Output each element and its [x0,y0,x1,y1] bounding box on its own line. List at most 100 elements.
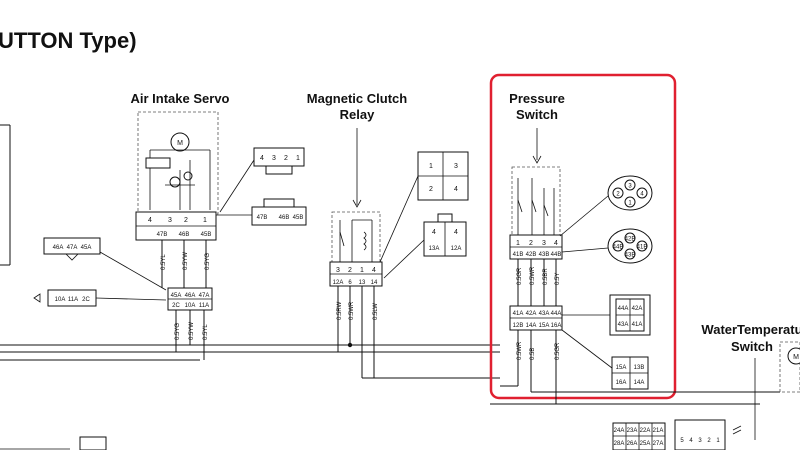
bottom-pin: 1 [716,438,720,444]
servo-pin-bottom: 46B [179,232,190,238]
servo-conn-a-pin: 1 [296,155,300,162]
connector-pin: 2C [82,297,90,303]
relay-grid-pin: 1 [429,163,433,170]
wire-label: 0.5GR [555,342,561,360]
servo-joint-connector: 45A 46A 47A 2C 10A 11A 0.5YG 0.5YW 0.5YL [167,287,213,360]
air-intake-servo: Air Intake Servo M 4 3 2 1 47B 46B 45B 4… [131,91,307,288]
relay-grid-pin: 3 [454,163,458,170]
relay-title-line1: Magnetic Clutch [307,91,407,106]
round-pin: 4 [640,192,644,198]
water-temp-title-line2: Switch [731,339,773,354]
relay-pin: 2 [348,267,352,274]
left-connectors: 46A 47A 45A 10A 11A 2C [33,237,167,307]
rect-pin: 41A [632,322,643,328]
servo-conn-a-pin: 3 [272,155,276,162]
rect-pin: 42A [632,306,643,312]
relay-pin-bottom: 13 [359,280,366,286]
servo-pin: 3 [168,217,172,224]
connector-pin: 45A [81,245,92,251]
round-pin: 2 [616,192,620,198]
round-connector [607,175,653,211]
relay-pin-bottom: 12A [333,280,344,286]
relay-grid-pin: 4 [454,186,458,193]
connector-pin: 2C [172,303,180,309]
relay-small-pin: 4 [454,229,458,236]
pressure-joint-pin: 44A [551,311,562,317]
wire-label: 0.5YW [189,322,195,340]
pressure-joint-pin: 42A [526,311,537,317]
wire-label: 0.5YG [205,253,211,270]
servo-pin-bottom: 47B [157,232,168,238]
bottom-pin: 23A [627,428,638,434]
water-temp-switch: WaterTemperatu Switch M [701,322,800,440]
connector-pin: 11A [68,297,78,303]
relay-small-pin: 13A [429,246,440,252]
wire-label: 0.5B [530,348,536,360]
servo-pin: 4 [148,217,152,224]
bottom-pin: 21A [653,428,664,434]
bottom-pin: 3 [698,438,702,444]
servo-conn-a-pin: 2 [284,155,288,162]
wire-label: 0.5GR [517,267,523,285]
wire-label: 0.5WR [517,341,523,360]
pressure-pin-bottom: 44B [551,252,562,258]
pressure-joint-pin: 14A [526,323,537,329]
pressure-pin: 2 [529,240,533,247]
pressure-switch-title-line1: Pressure [509,91,565,106]
bottom-pin: 25A [640,441,651,447]
pressure-pin-bottom: 43B [539,252,550,258]
bottom-pin: 2 [707,438,711,444]
servo-sensor-icon [145,157,171,169]
round-pin: 42B [625,237,636,243]
round-pin: 43B [625,253,636,259]
rect-pin: 16A [616,380,627,386]
motor-icon [170,132,190,152]
relay-small-pin: 4 [432,229,436,236]
pressure-pin-bottom: 42B [526,252,537,258]
round-pin: 44B [613,245,624,251]
connector-pin: 10A [185,303,196,309]
water-temp-motor-label: M [793,354,799,361]
pressure-pin-bottom: 41B [513,252,524,258]
bottom-pin: 26A [627,441,638,447]
servo-conn-b-pin: 45B [293,215,304,221]
pressure-pin: 3 [542,240,546,247]
page-title: UTTON Type) [0,28,137,53]
relay-pin: 3 [336,267,340,274]
servo-pin-bottom: 45B [201,232,212,238]
pressure-joint-pin: 41A [513,311,524,317]
servo-motor-label: M [177,140,183,147]
relay-pin-bottom: 14 [371,280,378,286]
magnetic-clutch-relay: Magnetic Clutch Relay 3 2 1 4 12A 6 13 1… [307,91,500,379]
relay-pin: 1 [360,267,364,274]
relay-housing [331,211,381,263]
wire-label: 0.5YG [175,323,181,340]
air-intake-servo-title: Air Intake Servo [131,91,230,106]
pressure-switch-title-line2: Switch [516,107,558,122]
servo-conn-b-pin: 46B [279,215,290,221]
pressure-pin: 1 [516,240,520,247]
rect-pin: 44A [618,306,629,312]
bottom-small-connector [674,419,726,450]
connector-pin: 46A [185,293,196,299]
rect-pin: 13B [634,365,645,371]
connector-left-a [43,237,101,255]
connector-pin: 47A [67,245,78,251]
servo-pin: 2 [184,217,188,224]
wire-label: 0.5YL [161,254,167,270]
relay-pin: 4 [372,267,376,274]
round-pin: 3 [628,184,632,190]
round-pin: 1 [628,201,632,207]
connector-pin: 11A [199,303,209,309]
pressure-joint-pin: 15A [539,323,550,329]
wire-label: 0.5YL [203,324,209,340]
rect-pin: 15A [616,365,627,371]
wire-label: 0.5Y [555,273,561,285]
wire-label: 0.5WR [349,301,355,320]
connector-pin: 45A [171,293,182,299]
connector-pin: 46A [53,245,64,251]
servo-conn-b-pin: 47B [257,215,268,221]
pressure-switch-housing [511,166,561,236]
